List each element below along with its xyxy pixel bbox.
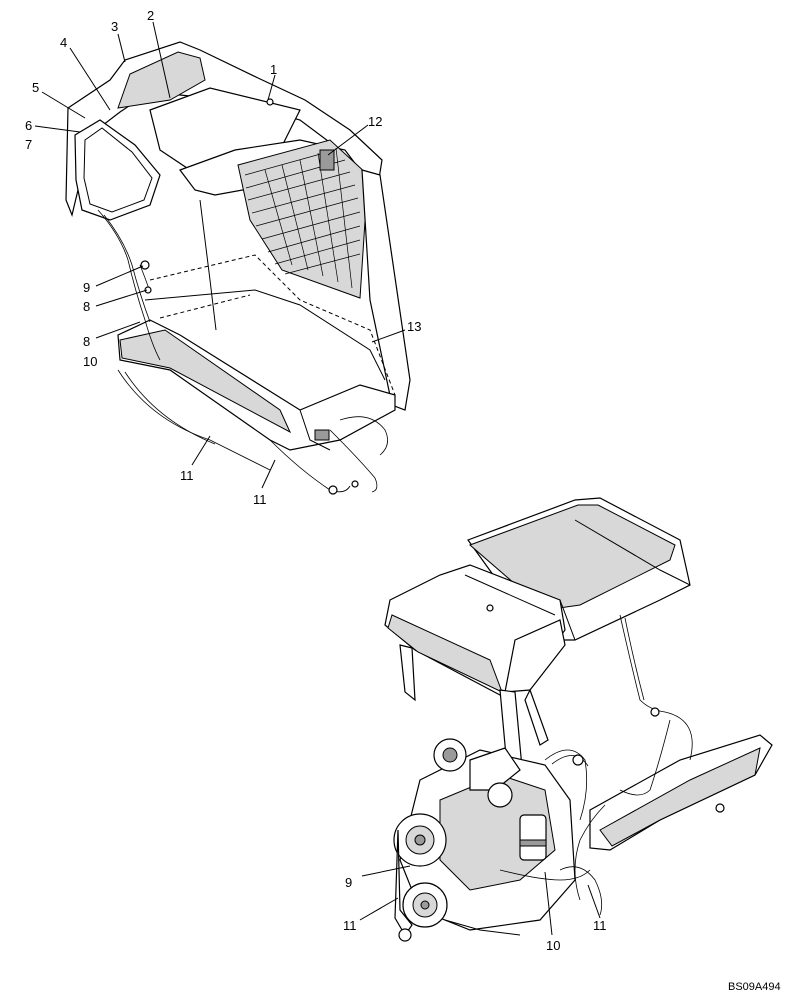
callout-11-bottom-b: 11 [593, 918, 607, 933]
callout-6: 6 [25, 118, 32, 133]
callout-8-top-b: 8 [83, 334, 90, 349]
callout-11-bottom-a: 11 [343, 918, 357, 933]
callout-8-top-a: 8 [83, 299, 90, 314]
callout-11-top-b: 11 [253, 492, 267, 507]
callout-3: 3 [111, 19, 118, 34]
callout-9-top: 9 [83, 280, 90, 295]
drawing-reference: BS09A494 [728, 981, 781, 993]
callout-1: 1 [270, 62, 277, 77]
callout-13: 13 [407, 319, 421, 334]
cab-assembly [65, 41, 411, 495]
callout-5: 5 [32, 80, 39, 95]
engine-assembly [384, 497, 773, 942]
callouts-bottom: 9 11 10 11 [343, 865, 607, 953]
callout-4: 4 [60, 35, 67, 50]
callout-10-top: 10 [83, 354, 97, 369]
callout-11-top-a: 11 [180, 468, 194, 483]
callout-10-bottom: 10 [546, 938, 560, 953]
callout-7: 7 [25, 137, 32, 152]
callout-9-bottom: 9 [345, 875, 352, 890]
callout-2: 2 [147, 8, 154, 23]
callouts-top: 1 2 3 4 5 6 7 12 9 8 8 10 13 11 11 [25, 8, 421, 507]
callout-12: 12 [368, 114, 382, 129]
